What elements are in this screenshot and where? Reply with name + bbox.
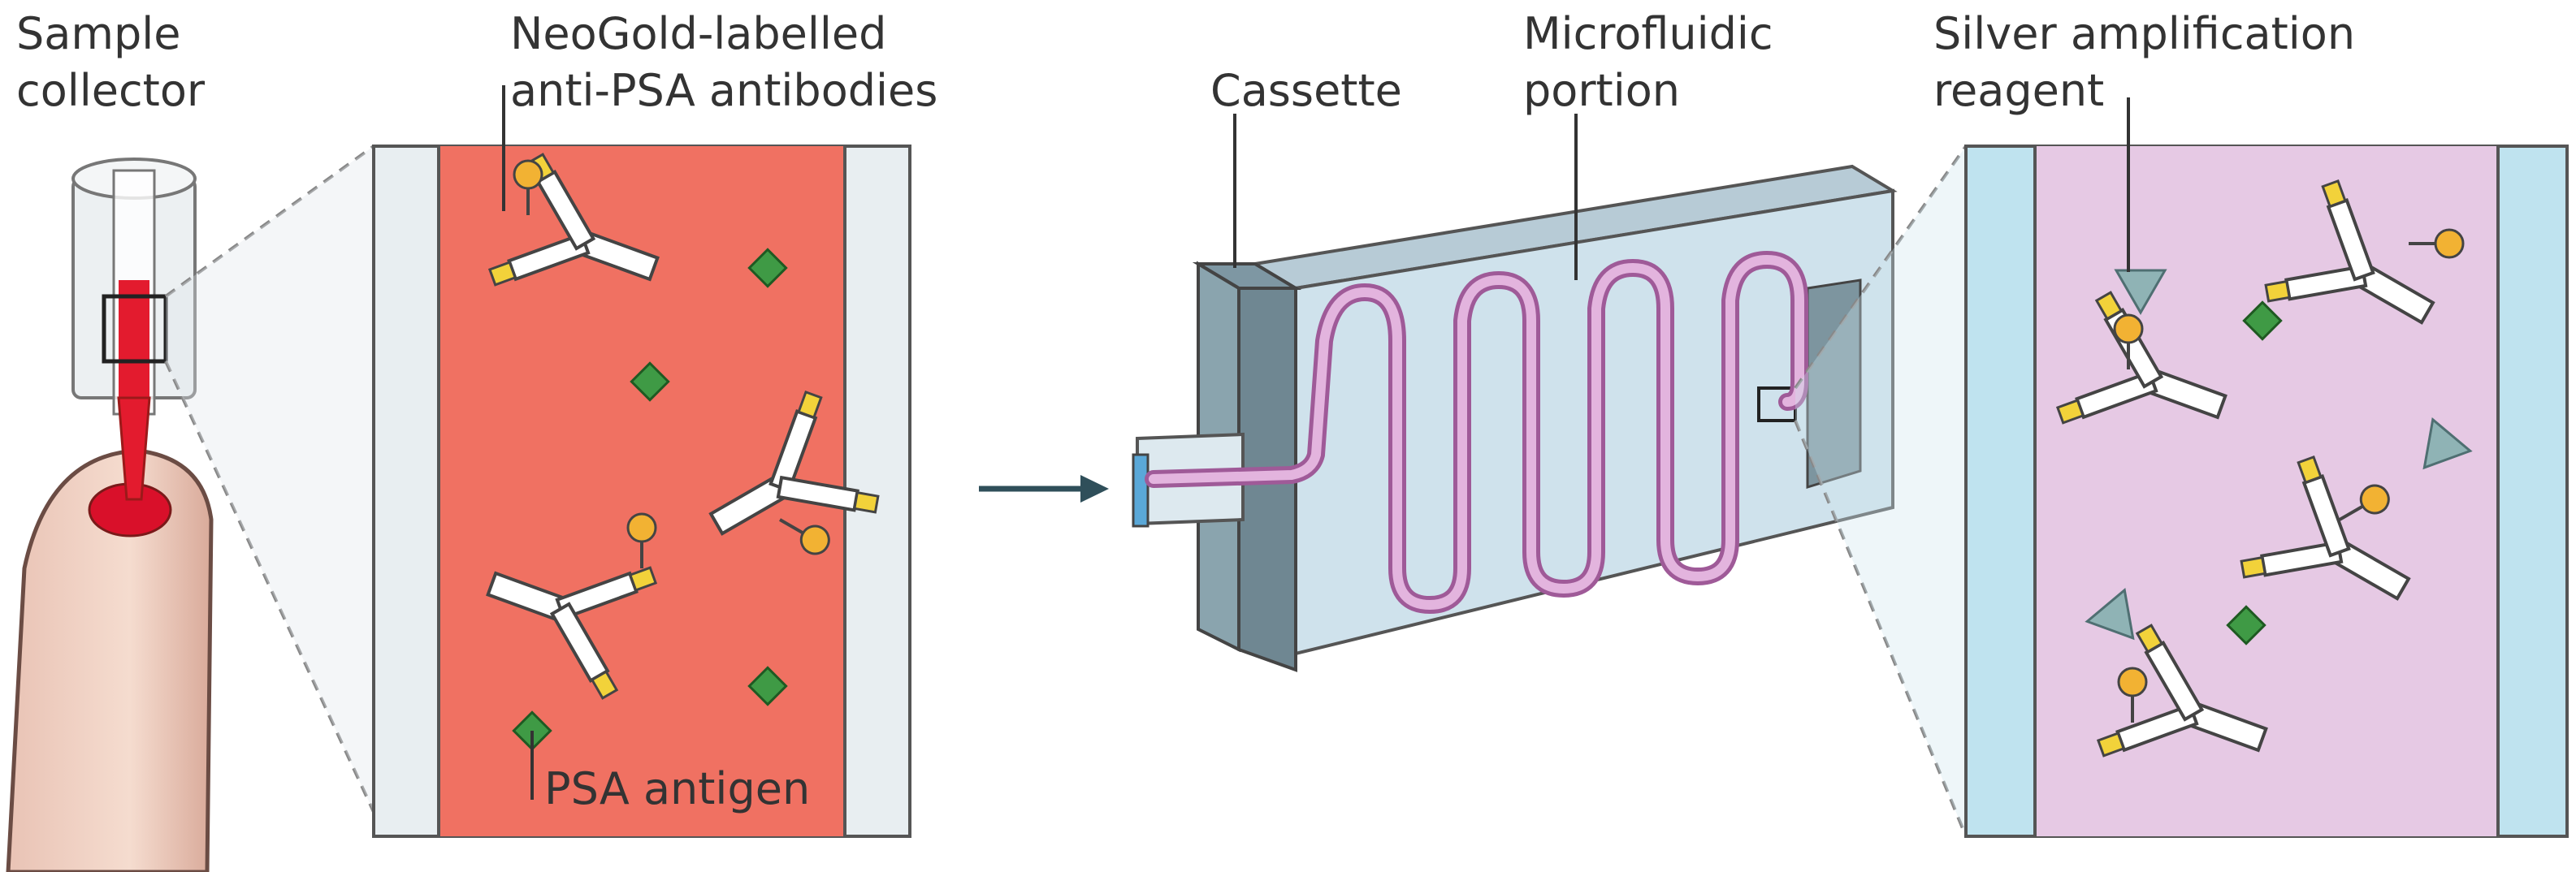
- silver-panel: [1964, 97, 2569, 838]
- sample-collector-icon: [71, 158, 197, 501]
- zoom-lines-left: [164, 145, 375, 813]
- cassette-icon: [1132, 114, 1898, 672]
- cassette-label: Cassette: [1210, 65, 1402, 116]
- arrow-icon: [979, 475, 1109, 503]
- zoom-lines-right: [1794, 145, 1968, 837]
- blood-panel: [372, 85, 911, 838]
- finger-icon: [6, 448, 214, 872]
- psa-antigen-label: PSA antigen: [544, 763, 810, 814]
- sample-collector-label: Sample collector: [16, 8, 206, 116]
- neogold-label: NeoGold-labelled anti-PSA antibodies: [510, 8, 937, 116]
- silver-amplification-label: Silver amplification reagent: [1933, 8, 2369, 116]
- microfluidic-label: Microfluidic portion: [1523, 8, 1787, 116]
